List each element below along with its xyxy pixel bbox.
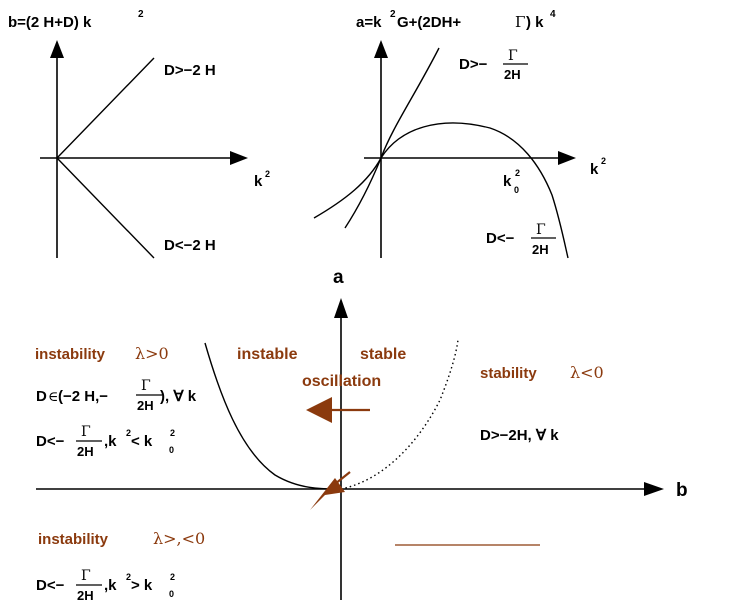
instability-bottom-title: instability (38, 531, 109, 548)
instability-top-cond2-frac-num: Γ (81, 424, 91, 440)
instability-top-cond2-sup: 2 (126, 428, 131, 438)
instability-top-title: instability (35, 346, 106, 363)
instability-bottom-cond-suffix: ,k (104, 577, 117, 594)
phase-solid-curve (204, 342, 342, 490)
panel-a-title-exp2: 4 (550, 9, 556, 20)
phase-y-label: a (333, 267, 344, 288)
instability-bottom-cond-k0-sup: 2 (170, 572, 175, 582)
panel-b-y-arrow (50, 40, 64, 58)
panel-a: a=k 2 G+(2DH+ Γ ) k 4 k 2 D>− Γ 2H k 2 0… (313, 9, 606, 259)
stability-lambda: λ<0 (570, 363, 604, 382)
instability-bottom-frac-num: Γ (81, 568, 91, 584)
stability-title: stability (480, 365, 537, 382)
panel-a-x-label-exp: 2 (601, 156, 606, 166)
panel-b-lower-label: D<−2 H (164, 237, 216, 254)
origin-arrow-head (310, 478, 345, 510)
instability-top-lambda: λ>0 (135, 344, 169, 363)
panel-b: b=(2 H+D) k 2 k 2 D>−2 H D<−2 H (8, 9, 270, 259)
panel-a-lower-frac-den: 2H (532, 242, 549, 257)
instability-top-cond2-k0-sup: 2 (170, 428, 175, 438)
instability-top-cond1-prefix: D (36, 388, 47, 405)
panel-a-title-part3: ) k (526, 14, 544, 31)
instable-label: instable (237, 346, 298, 363)
panel-a-x-arrow (558, 151, 576, 165)
panel-a-lower-frac-num: Γ (536, 222, 546, 238)
panel-a-y-arrow (374, 40, 388, 58)
oscillation-arrow-head (306, 397, 332, 423)
panel-b-title: b=(2 H+D) k (8, 14, 92, 31)
panel-b-x-label-exp: 2 (265, 169, 270, 179)
panel-a-k0-label: k (503, 173, 512, 190)
panel-a-upper-frac-num: Γ (508, 48, 518, 64)
phase-x-label: b (676, 480, 688, 501)
phase-x-arrow (644, 482, 664, 496)
panel-b-title-exp: 2 (138, 9, 144, 20)
instability-top-cond2-k0-sub: 0 (169, 445, 174, 455)
instability-top-cond2-suffix: ,k (104, 433, 117, 450)
instability-top-cond1-frac-num: Γ (141, 378, 151, 394)
panel-a-k0-sup: 2 (515, 168, 520, 178)
panel-a-title-exp1: 2 (390, 9, 396, 20)
instability-top-cond1-suffix: ), ∀ k (160, 388, 197, 405)
panel-b-lower-line (56, 157, 155, 259)
panel-a-upper-label: D>− (459, 56, 488, 73)
oscillation-label: oscillation (302, 373, 381, 390)
panel-a-x-label: k (590, 161, 599, 178)
panel-a-upper-curve (344, 47, 440, 229)
instability-top-cond1-in: ∈ (48, 389, 58, 405)
phase-dotted-curve (340, 339, 459, 490)
instability-top-cond1-mid: (−2 H,− (58, 388, 108, 405)
instability-top-cond2-frac-den: 2H (77, 444, 94, 459)
instability-bottom-cond-k0-sub: 0 (169, 589, 174, 599)
instability-top-cond2-lt: < k (131, 433, 153, 450)
panel-a-k0-sub: 0 (514, 185, 519, 195)
phase-y-arrow (334, 298, 348, 318)
panel-a-lower-label: D<− (486, 230, 515, 247)
instability-top-cond1-frac-den: 2H (137, 398, 154, 413)
instability-bottom-cond-gt: > k (131, 577, 153, 594)
panel-a-upper-frac-den: 2H (504, 67, 521, 82)
panel-b-upper-line (56, 57, 155, 159)
panel-b-x-label: k (254, 173, 263, 190)
instability-bottom-lambda: λ>,<0 (153, 529, 205, 548)
instability-bottom-frac-den: 2H (77, 588, 94, 603)
phase-diagram: a b instability λ>0 D ∈ (−2 H,− Γ 2H ), … (35, 267, 688, 603)
instability-bottom-cond-sup: 2 (126, 572, 131, 582)
panel-a-title-part1: a=k (356, 14, 382, 31)
panel-a-title-part2: G+(2DH+ (397, 14, 461, 31)
panel-b-upper-label: D>−2 H (164, 62, 216, 79)
panel-a-lower-curve (313, 122, 569, 259)
stability-cond: D>−2H, ∀ k (480, 427, 559, 444)
instability-bottom-cond-prefix: D<− (36, 577, 65, 594)
panel-a-title-gamma: Γ (515, 13, 525, 31)
stable-label: stable (360, 346, 406, 363)
instability-top-cond2-prefix: D<− (36, 433, 65, 450)
panel-b-x-arrow (230, 151, 248, 165)
